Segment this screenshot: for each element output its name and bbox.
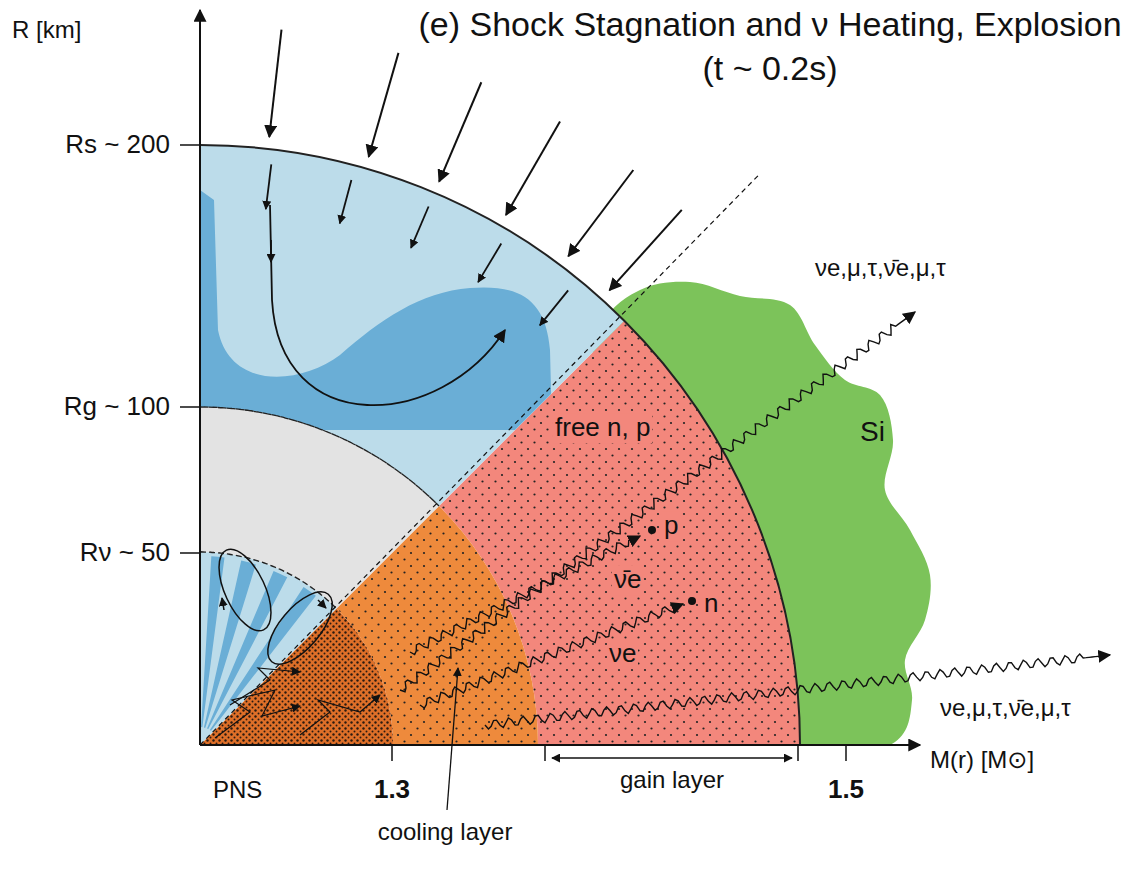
diagram-label: νe,μ,τ,ν̄e,μ,τ	[815, 254, 946, 282]
neutrino-diffusion	[215, 690, 300, 738]
diagram-label: R [km]	[12, 16, 81, 44]
diagram-label: M(r) [M⊙]	[930, 746, 1034, 774]
convection-stripe	[210, 587, 316, 731]
diagram-label: 1.5	[828, 775, 864, 805]
diagram-title: (e) Shock Stagnation and ν Heating, Expl…	[405, 2, 1135, 90]
escaping-neutrinos	[400, 312, 915, 692]
post-shock-infall-arrow	[266, 164, 271, 209]
radius-axis	[199, 10, 201, 745]
infall-arrow	[369, 53, 399, 157]
diagram-label: cooling layer	[378, 818, 513, 846]
convective-plume	[200, 190, 552, 430]
nucleon-dot	[648, 526, 656, 534]
diagram-label: gain layer	[620, 766, 724, 794]
diagram-label: 1.3	[374, 775, 410, 805]
diagram-label: free n, p	[553, 413, 652, 443]
neutrino-diffusion	[300, 695, 380, 735]
infall-arrow	[506, 121, 560, 215]
post-shock-infall-arrow	[340, 180, 352, 223]
cooling-layer-leader	[447, 668, 458, 810]
diagram-label: ν̄e	[612, 565, 643, 595]
gain-layer-span	[552, 757, 792, 758]
convection-stripe	[207, 571, 287, 729]
diagram-label: p	[662, 511, 680, 541]
diagram-label: Rg ~ 100	[64, 392, 170, 422]
neutrino-absorbed	[420, 604, 683, 708]
convection-cell	[256, 581, 343, 674]
post-shock-infall-arrow	[411, 207, 429, 248]
infall-arrow	[610, 210, 682, 290]
nucleon-dot	[688, 597, 696, 605]
diagram-label: Rs ~ 200	[65, 130, 170, 160]
infall-arrow	[439, 82, 481, 181]
convection-cell	[208, 542, 281, 639]
diagram-label: PNS	[213, 776, 262, 804]
diagram-label: n	[702, 589, 720, 619]
diagram-label: Si	[860, 416, 885, 448]
axis-tick	[180, 144, 200, 146]
axis-tick	[797, 745, 799, 761]
gain-radius	[200, 407, 439, 506]
flow-arrow	[270, 205, 505, 405]
flow-arrow-head	[270, 240, 272, 262]
axis-tick	[180, 552, 200, 554]
mass-axis	[200, 744, 920, 746]
post-shock-infall-arrow	[478, 244, 501, 283]
axis-tick	[391, 745, 393, 761]
neutrino-diffusion	[230, 668, 300, 705]
axis-tick	[180, 406, 200, 408]
axis-tick	[845, 745, 847, 761]
diagram-label: νe	[607, 639, 638, 669]
escaping-neutrinos	[485, 654, 1110, 729]
infall-arrow	[568, 170, 633, 256]
convection-arrow	[318, 600, 326, 608]
divider-line	[200, 174, 760, 745]
shock-front	[200, 145, 800, 745]
convection-arrow	[222, 598, 224, 610]
diagram-label: νe,μ,τ,ν̄e,μ,τ	[940, 694, 1071, 722]
post-shock-infall-arrow	[540, 290, 568, 325]
axis-tick	[544, 745, 546, 761]
infall-arrow	[269, 30, 281, 137]
diagram-label: Rν ~ 50	[80, 538, 170, 568]
